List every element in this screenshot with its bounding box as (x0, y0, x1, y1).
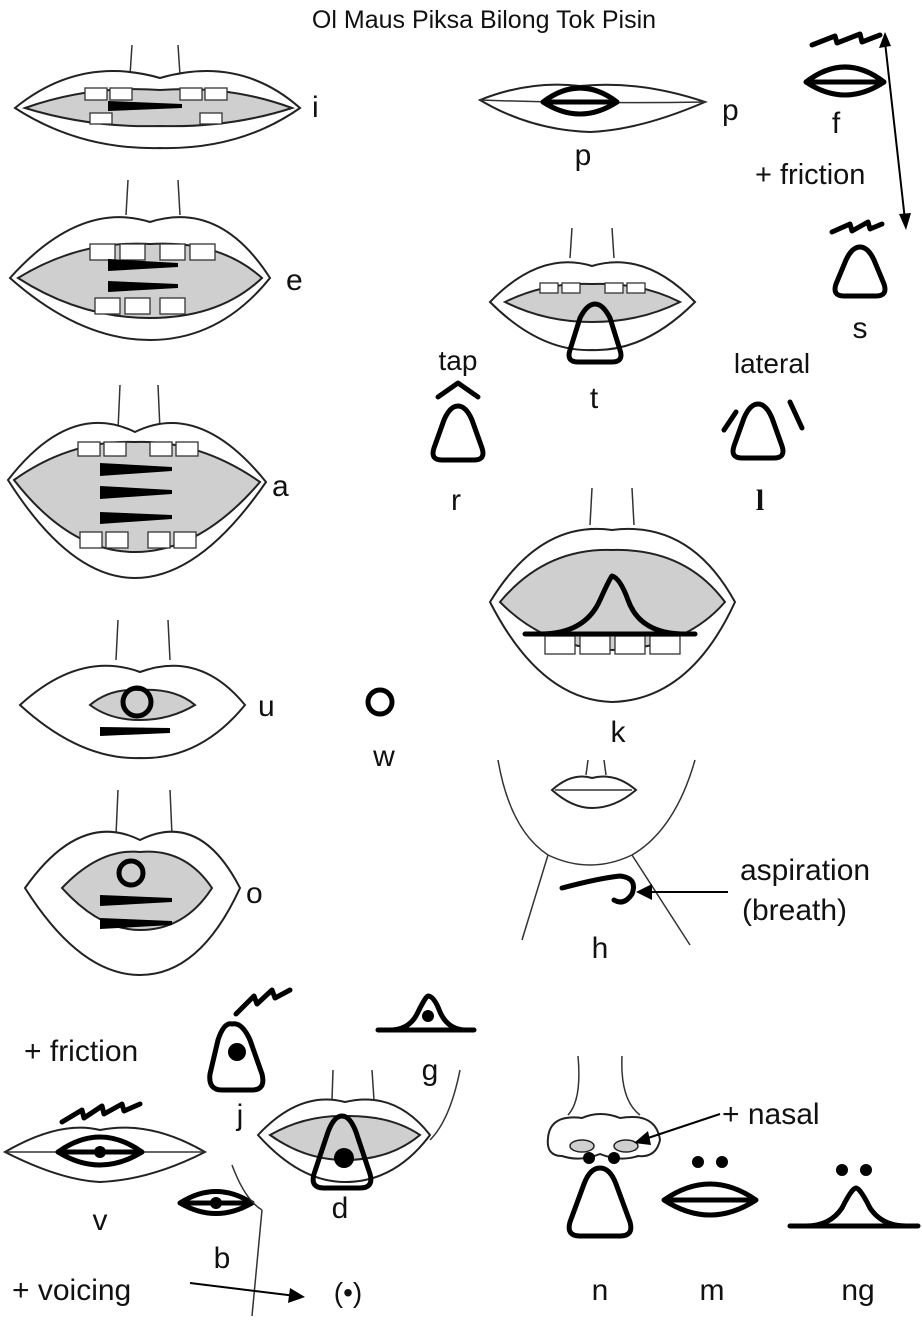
l-symbol (724, 402, 802, 458)
label-f: f (832, 107, 841, 140)
nose-nasal (548, 1056, 660, 1164)
ng-symbol (790, 1164, 918, 1226)
label-b: b (214, 1242, 231, 1275)
label-ng: ng (841, 1274, 874, 1307)
label-v: v (93, 1204, 108, 1237)
nasal-label: + nasal (722, 1098, 820, 1131)
label-n: n (592, 1274, 609, 1307)
mouth-e (10, 180, 270, 340)
label-w: w (372, 740, 395, 773)
n-symbol (569, 1168, 631, 1236)
label-u: u (258, 690, 275, 723)
mouth-v (5, 1104, 205, 1182)
label-o: o (246, 877, 263, 910)
mouth-u (20, 620, 245, 758)
label-tap: tap (439, 345, 478, 376)
label-h: h (592, 932, 609, 965)
b-symbol (180, 1192, 252, 1214)
w-circle-symbol (368, 690, 392, 714)
f-symbol (806, 34, 884, 95)
label-k: k (611, 716, 627, 749)
mouth-k (490, 488, 735, 702)
j-symbol (210, 990, 290, 1090)
label-l: l (756, 484, 764, 517)
label-e: e (286, 264, 303, 297)
page-title: Ol Maus Piksa Bilong Tok Pisin (312, 6, 656, 34)
label-p-below: p (575, 139, 592, 172)
mouth-i (15, 45, 300, 148)
label-t: t (590, 382, 599, 415)
label-r: r (451, 484, 461, 517)
face-h (498, 760, 695, 945)
label-lateral: lateral (734, 348, 810, 379)
friction-double-arrow (879, 32, 911, 230)
voicing-label: + voicing (12, 1274, 131, 1307)
label-m: m (700, 1274, 725, 1307)
label-p-side: p (722, 94, 739, 127)
label-a: a (272, 470, 289, 503)
mouth-t (490, 228, 695, 362)
mouth-p (480, 85, 705, 132)
voicing-symbol: (•) (334, 1277, 362, 1308)
g-symbol (378, 996, 474, 1030)
label-d: d (332, 1192, 349, 1225)
m-symbol (664, 1156, 756, 1215)
label-s: s (853, 312, 868, 345)
label-j: j (236, 1099, 244, 1132)
s-symbol (832, 222, 885, 296)
label-g: g (422, 1054, 439, 1087)
mouth-a (8, 385, 266, 578)
voicing-arrow (190, 1283, 305, 1303)
breath-label: (breath) (742, 894, 847, 927)
label-i: i (312, 91, 319, 124)
aspiration-arrow (636, 884, 728, 900)
r-symbol (433, 383, 483, 460)
mouth-o (25, 790, 240, 975)
aspiration-breath-symbol (562, 876, 634, 902)
aspiration-label: aspiration (740, 854, 870, 887)
friction-label-left: + friction (24, 1035, 138, 1068)
friction-label-right: + friction (755, 159, 865, 191)
